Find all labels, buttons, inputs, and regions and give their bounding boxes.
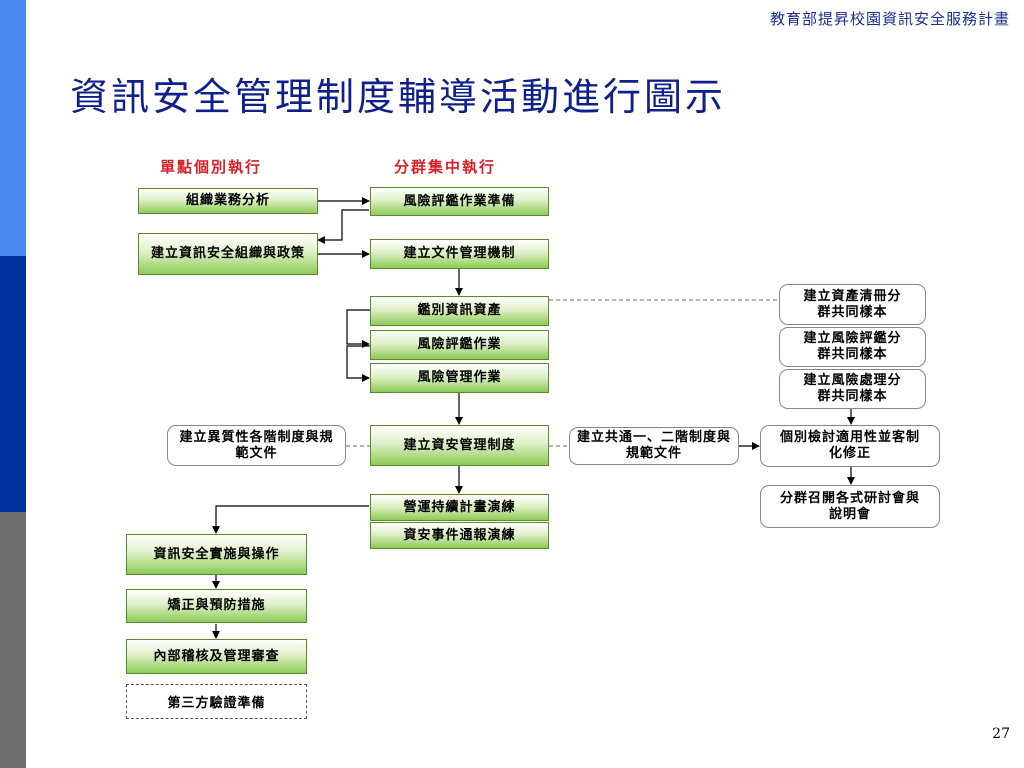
box-build-isms: 建立資安管理制度	[370, 425, 549, 466]
box-internal-audit: 內部稽核及管理審查	[126, 639, 307, 674]
box-document-management: 建立文件管理機制	[370, 239, 549, 269]
box-risk-assessment-prep: 風險評鑑作業準備	[370, 187, 549, 216]
box-risk-assessment-sample: 建立風險評鑑分群共同樣本	[779, 327, 926, 367]
box-bcp-drill: 營運持續計畫演練	[370, 494, 549, 521]
column-heading-individual: 單點個別執行	[160, 158, 263, 176]
box-heterogeneous-documents: 建立異質性各階制度與規範文件	[167, 425, 346, 466]
header-project-name: 教育部提昇校園資訊安全服務計畫	[769, 10, 1010, 28]
box-customize-review: 個別檢討適用性並客制化修正	[760, 425, 940, 467]
box-corrective-preventive: 矯正與預防措施	[126, 589, 307, 623]
box-third-party-certification: 第三方驗證準備	[126, 684, 307, 719]
arrow-loop-asset-riskassess	[346, 309, 370, 348]
box-risk-assessment: 風險評鑑作業	[370, 330, 549, 360]
box-risk-management: 風險管理作業	[370, 363, 549, 393]
slide-title: 資訊安全管理制度輔導活動進行圖示	[70, 75, 727, 119]
box-common-documents: 建立共通一、二階制度與規範文件	[569, 427, 739, 465]
box-incident-report-drill: 資安事件通報演練	[370, 522, 549, 549]
sidebar-band-light-blue	[0, 0, 26, 256]
box-group-seminar: 分群召開各式研討會與說明會	[760, 485, 940, 528]
arrow-loop-riskassess-riskmgmt	[346, 345, 370, 382]
box-risk-treatment-sample: 建立風險處理分群共同樣本	[779, 369, 926, 409]
box-asset-inventory-sample: 建立資產清冊分群共同樣本	[779, 284, 926, 325]
page-number: 27	[992, 726, 1010, 742]
arrow-riskprep-to-buildorg	[317, 209, 369, 244]
box-asset-identification: 鑑別資訊資產	[370, 296, 549, 326]
sidebar-band-dark-blue	[0, 256, 26, 512]
box-implementation: 資訊安全實施與操作	[126, 534, 307, 575]
arrow-bcp-to-implementation	[212, 505, 369, 534]
column-heading-group: 分群集中執行	[394, 158, 497, 176]
box-org-analysis: 組織業務分析	[138, 188, 318, 214]
sidebar-decoration	[0, 0, 26, 768]
box-build-org-policy: 建立資訊安全組織與政策	[138, 233, 318, 275]
sidebar-band-gray	[0, 512, 26, 768]
